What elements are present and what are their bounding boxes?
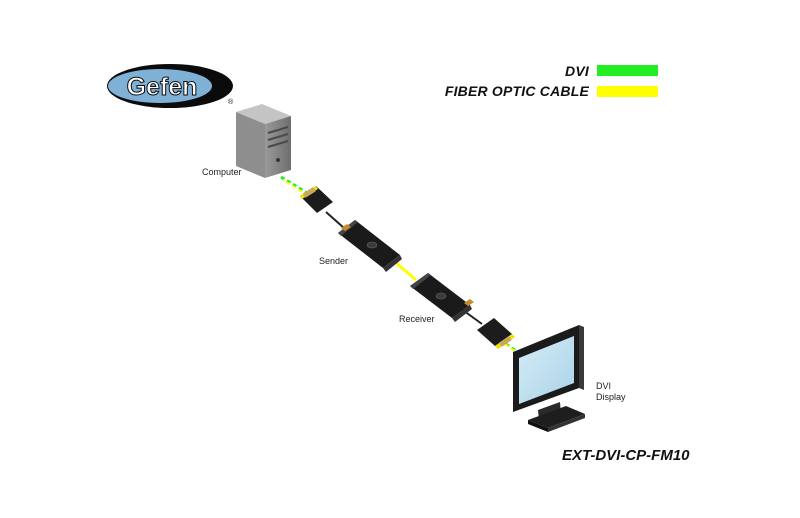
- legend-label-fiber-optic-cable: FIBER OPTIC CABLE: [444, 83, 589, 99]
- sender-dvi-connector-icon: [300, 186, 333, 213]
- display-label-line1: DVI: [596, 381, 612, 391]
- dvi-display-icon: [513, 325, 585, 432]
- fiber-optic-cable: [394, 260, 417, 282]
- gefen-logo: Gefen ®: [107, 64, 234, 108]
- receiver-unit-icon: [410, 273, 474, 322]
- receiver-dvi-connector-icon: [477, 318, 515, 349]
- sender-unit-icon: [338, 220, 402, 272]
- receiver-label: Receiver: [399, 314, 435, 324]
- logo-text: Gefen: [127, 73, 198, 101]
- legend-swatch-dvi: [597, 65, 658, 76]
- legend-label-dvi: DVI: [565, 63, 589, 79]
- sender-label: Sender: [319, 256, 349, 266]
- computer-tower-icon: [236, 104, 291, 178]
- display-label-line2: Display: [596, 392, 626, 402]
- registered-mark: ®: [228, 98, 234, 106]
- short-cable-sender: [325, 211, 345, 229]
- model-number: EXT-DVI-CP-FM10: [562, 447, 690, 464]
- legend-swatch-fiber-optic-cable: [597, 86, 658, 97]
- computer-label: Computer: [202, 167, 242, 177]
